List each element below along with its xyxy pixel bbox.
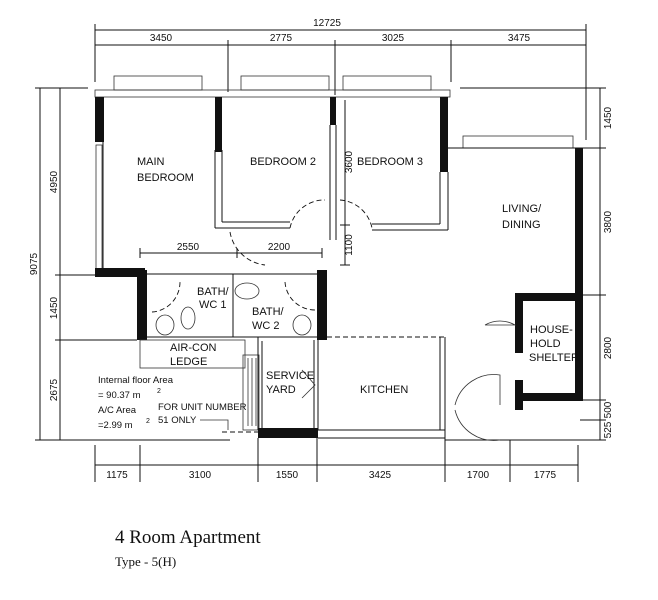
dim-bottom-5: 1700 (467, 470, 490, 481)
label-bath1-2: WC 1 (199, 299, 227, 311)
dim-left-1: 4950 (49, 170, 60, 193)
dim-top-3: 3025 (382, 33, 405, 44)
dim-bottom-6: 1775 (534, 470, 557, 481)
dim-inner-3600: 3600 (344, 150, 355, 173)
label-service-2: YARD (266, 384, 296, 396)
inner-dimensions: 3600 1100 2550 2200 (139, 100, 355, 266)
dim-inner-2550: 2550 (177, 242, 200, 253)
dim-right-4: 500 (603, 401, 614, 418)
dim-inner-2200: 2200 (268, 242, 291, 253)
ac-area-label: A/C Area (98, 405, 137, 416)
dim-bottom-2: 3100 (189, 470, 212, 481)
dim-right-3: 2800 (603, 336, 614, 359)
label-service-1: SERVICE (266, 370, 314, 382)
bottom-dimensions: 1175 3100 1550 3425 1700 1775 (94, 438, 579, 482)
ac-area-value: =2.99 m (98, 420, 133, 431)
dim-right-1: 1450 (603, 106, 614, 129)
area-notes: Internal floor Area = 90.37 m 2 A/C Area… (98, 375, 247, 431)
dim-top-4: 3475 (508, 33, 531, 44)
unit-note-1: FOR UNIT NUMBER (158, 402, 247, 413)
dim-bottom-1: 1175 (106, 470, 128, 481)
dim-inner-1100: 1100 (344, 234, 355, 256)
plan-title: 4 Room Apartment (115, 527, 261, 548)
dim-right-5: 525 (603, 421, 614, 438)
label-aircon-1: AIR-CON (170, 342, 217, 354)
label-bedroom-3: BEDROOM 3 (357, 156, 423, 168)
label-shelter-1: HOUSE- (530, 324, 573, 336)
dim-left-3: 2675 (49, 378, 60, 401)
top-dimensions: 12725 3450 2775 3025 3475 (94, 18, 587, 140)
label-bath1-1: BATH/ (197, 286, 230, 298)
dim-right-2: 3800 (603, 210, 614, 233)
plan-subtitle: Type - 5(H) (115, 554, 176, 569)
label-living-1: LIVING/ (502, 203, 542, 215)
dim-top-1: 3450 (150, 33, 173, 44)
doors (151, 199, 517, 441)
label-shelter-2: HOLD (530, 338, 561, 350)
dim-bottom-3: 1550 (276, 470, 299, 481)
dim-left-2: 1450 (49, 296, 60, 319)
label-aircon-2: LEDGE (170, 356, 207, 368)
label-kitchen: KITCHEN (360, 384, 408, 396)
right-dimensions: 1450 3800 2800 500 525 (445, 87, 614, 441)
dim-bottom-4: 3425 (369, 470, 392, 481)
floor-area-value: = 90.37 m (98, 390, 141, 401)
label-bath2-1: BATH/ (252, 306, 285, 318)
floor-area-unit-sup: 2 (157, 388, 161, 395)
label-shelter-3: SHELTER (529, 352, 579, 364)
label-bedroom-2: BEDROOM 2 (250, 156, 316, 168)
label-main-bedroom-1: MAIN (137, 156, 165, 168)
fixtures (155, 282, 312, 336)
unit-note-2: 51 ONLY (158, 415, 197, 426)
label-main-bedroom-2: BEDROOM (137, 172, 194, 184)
walls (94, 89, 583, 439)
dim-top-total: 12725 (313, 18, 341, 29)
left-dimensions: 9075 4950 1450 2675 (29, 87, 230, 441)
room-labels: MAIN BEDROOM BEDROOM 2 BEDROOM 3 LIVING/… (137, 156, 579, 396)
label-living-2: DINING (502, 219, 541, 231)
floor-area-label: Internal floor Area (98, 375, 174, 386)
dim-top-2: 2775 (270, 33, 293, 44)
ac-area-unit-sup: 2 (146, 418, 150, 425)
dim-left-total: 9075 (29, 252, 40, 275)
label-bath2-2: WC 2 (252, 320, 280, 332)
